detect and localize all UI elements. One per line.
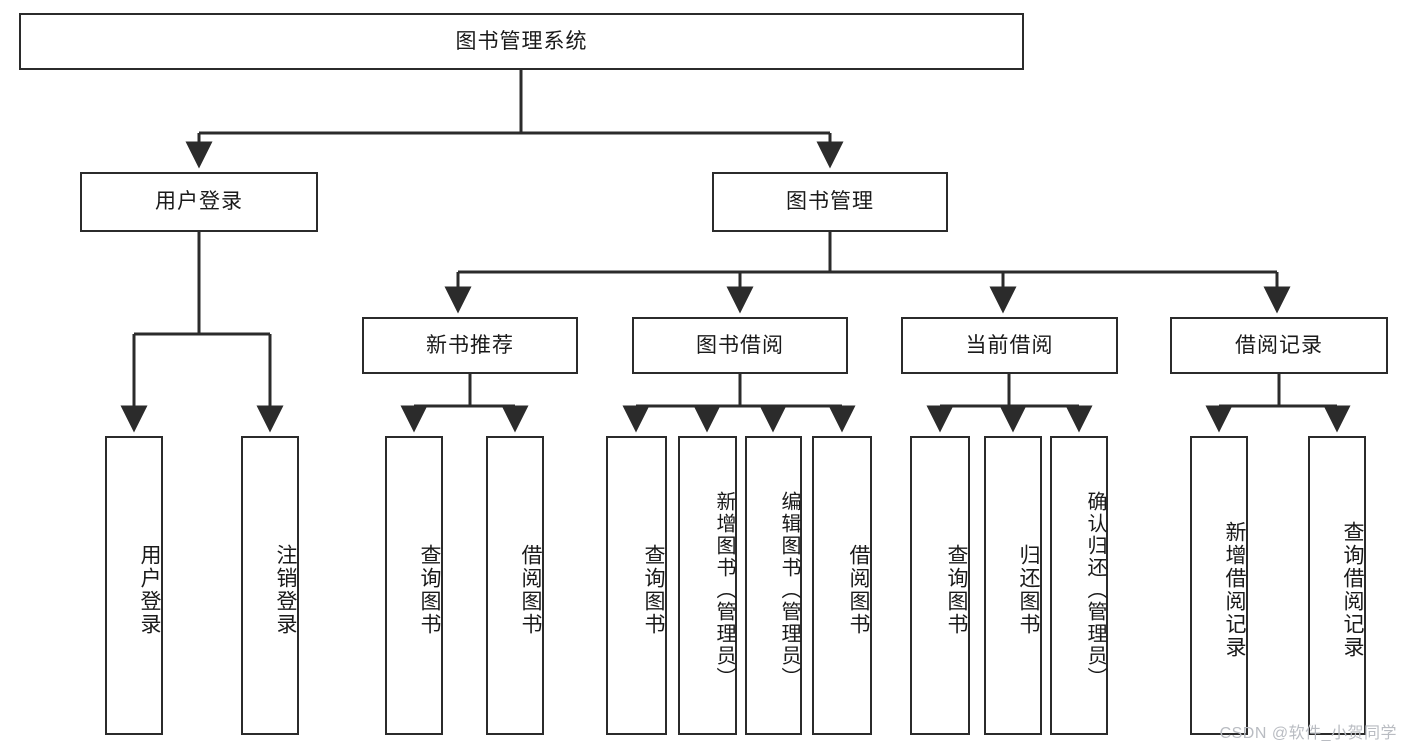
node-leaf-borrow-book-new[interactable]: 借阅图书 (486, 436, 544, 735)
node-leaf-query-record-label: 查询借阅记录 (1341, 520, 1364, 659)
node-leaf-edit-book[interactable]: 编辑图书（管理员） (745, 436, 802, 735)
node-root-label: 图书管理系统 (455, 29, 588, 53)
node-leaf-query-book-new-label: 查询图书 (418, 543, 441, 636)
node-leaf-add-record[interactable]: 新增借阅记录 (1190, 436, 1248, 735)
node-leaf-confirm-return[interactable]: 确认归还（管理员） (1050, 436, 1108, 735)
node-user-login-label: 用户登录 (155, 190, 243, 214)
node-leaf-add-book[interactable]: 新增图书（管理员） (678, 436, 737, 735)
node-leaf-return-book[interactable]: 归还图书 (984, 436, 1042, 735)
node-new-book-recommend-label: 新书推荐 (426, 333, 514, 357)
node-book-manage-label: 图书管理 (786, 190, 874, 214)
node-leaf-confirm-return-label: 确认归还（管理员） (1084, 490, 1106, 689)
node-book-borrow-label: 图书借阅 (696, 333, 784, 357)
node-leaf-query-book-current-label: 查询图书 (945, 543, 968, 636)
node-new-book-recommend[interactable]: 新书推荐 (362, 317, 578, 374)
node-leaf-query-book-borrow[interactable]: 查询图书 (606, 436, 667, 735)
node-leaf-logout[interactable]: 注销登录 (241, 436, 299, 735)
node-leaf-add-record-label: 新增借阅记录 (1223, 520, 1246, 659)
node-book-borrow[interactable]: 图书借阅 (632, 317, 848, 374)
node-current-borrow-label: 当前借阅 (965, 333, 1054, 357)
csdn-watermark: CSDN @软件_小贺同学 (1219, 725, 1397, 742)
node-leaf-user-login[interactable]: 用户登录 (105, 436, 163, 735)
node-leaf-edit-book-label: 编辑图书（管理员） (778, 490, 800, 689)
node-leaf-query-book-borrow-label: 查询图书 (642, 543, 665, 636)
node-leaf-borrow-book-new-label: 借阅图书 (519, 543, 542, 636)
node-user-login[interactable]: 用户登录 (80, 172, 318, 232)
node-root[interactable]: 图书管理系统 (19, 13, 1024, 70)
node-leaf-logout-label: 注销登录 (274, 543, 297, 636)
node-leaf-query-book-current[interactable]: 查询图书 (910, 436, 970, 735)
node-borrow-record-label: 借阅记录 (1235, 333, 1323, 357)
node-leaf-borrow-book[interactable]: 借阅图书 (812, 436, 872, 735)
node-borrow-record[interactable]: 借阅记录 (1170, 317, 1388, 374)
node-book-manage[interactable]: 图书管理 (712, 172, 948, 232)
node-leaf-query-record[interactable]: 查询借阅记录 (1308, 436, 1366, 735)
node-leaf-user-login-label: 用户登录 (138, 543, 161, 636)
node-leaf-query-book-new[interactable]: 查询图书 (385, 436, 443, 735)
node-leaf-borrow-book-label: 借阅图书 (847, 543, 870, 636)
node-current-borrow[interactable]: 当前借阅 (901, 317, 1118, 374)
node-leaf-return-book-label: 归还图书 (1017, 543, 1040, 636)
node-leaf-add-book-label: 新增图书（管理员） (713, 490, 735, 689)
